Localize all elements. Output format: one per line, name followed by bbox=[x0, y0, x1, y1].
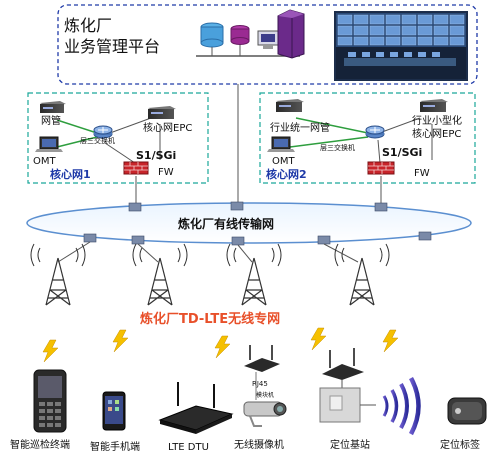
control-room-photo bbox=[334, 11, 468, 81]
device-label-positioning-tag: 定位标签 bbox=[440, 438, 480, 451]
network-mgmt-label: 网管 bbox=[41, 114, 61, 127]
wireless-signal-bolts bbox=[42, 327, 399, 363]
lightning-icon-4 bbox=[310, 327, 327, 351]
epc-label: 核心网EPC bbox=[143, 121, 192, 134]
rj45-label: RJ45 bbox=[252, 380, 268, 388]
core-network-1-box: 网管 层三交换机 核心网EPC OMT S1/SGi FW bbox=[27, 92, 209, 206]
lightning-icon-1 bbox=[42, 339, 59, 363]
core-network-2-box: 行业统一网管 层三交换机 行业小型化 核心网EPC OMT S1/SGi FW … bbox=[259, 92, 476, 206]
tower-icon-3 bbox=[226, 243, 282, 306]
device-label-inspection-terminal: 智能巡检终端 bbox=[10, 438, 70, 451]
omt-label-2: OMT bbox=[272, 156, 295, 167]
platform-title-line2: 业务管理平台 bbox=[64, 37, 160, 56]
l3-switch-router-icon bbox=[93, 125, 113, 139]
core-network-1-label: 核心网1 bbox=[50, 167, 91, 181]
database-servers-icon bbox=[196, 9, 305, 59]
firewall-icon-2 bbox=[367, 161, 395, 175]
platform-box: 炼化厂 业务管理平台 bbox=[57, 4, 478, 85]
omt-laptop-icon-2 bbox=[267, 136, 295, 152]
wireless-network-label: 炼化厂TD-LTE无线专网 bbox=[140, 311, 280, 327]
transmission-ring: 炼化厂有线传输网 bbox=[26, 201, 472, 263]
base-station-towers bbox=[30, 243, 390, 306]
device-label-wireless-camera: 无线摄像机 bbox=[234, 438, 284, 451]
platform-title-line1: 炼化厂 bbox=[64, 16, 112, 35]
signal-waves-icon bbox=[382, 376, 421, 436]
s1-sgi-label: S1/SGi bbox=[136, 149, 176, 162]
l3-switch-label: 层三交换机 bbox=[80, 136, 115, 145]
small-epc-label-line1: 行业小型化 bbox=[412, 114, 462, 127]
device-label-positioning-station: 定位基站 bbox=[330, 438, 370, 451]
fw-label: FW bbox=[158, 167, 174, 178]
cpe-label: 模块机 bbox=[256, 391, 274, 399]
omt-laptop-icon bbox=[35, 136, 63, 152]
l3-switch-label-2: 层三交换机 bbox=[320, 143, 355, 152]
device-label-lte-dtu: LTE DTU bbox=[168, 442, 209, 453]
small-epc-label-line2: 核心网EPC bbox=[412, 127, 461, 140]
tower-icon-1 bbox=[30, 243, 86, 306]
positioning-station-icon bbox=[319, 348, 376, 423]
inspection-terminal-icon bbox=[33, 369, 67, 433]
network-mgmt-server-icon bbox=[40, 101, 66, 113]
ring-label: 炼化厂有线传输网 bbox=[178, 216, 274, 231]
omt-label: OMT bbox=[33, 156, 56, 167]
ring-switch-nodes bbox=[83, 201, 432, 246]
unified-mgmt-label: 行业统一网管 bbox=[270, 121, 330, 134]
tower-icon-4 bbox=[334, 243, 390, 306]
small-epc-server-icon bbox=[420, 99, 448, 112]
wireless-camera-icon: RJ45 模块机 bbox=[243, 345, 287, 427]
l3-switch-router-icon-2 bbox=[365, 125, 385, 139]
core-network-2-label: 核心网2 bbox=[266, 167, 307, 181]
s1-sgi-label-2: S1/SGi bbox=[382, 146, 422, 159]
fw-label-2: FW bbox=[414, 168, 430, 179]
device-label-smartphone: 智能手机端 bbox=[90, 440, 140, 453]
epc-server-icon bbox=[148, 106, 176, 119]
tower-icon-2 bbox=[132, 243, 188, 306]
positioning-tag-icon bbox=[447, 397, 487, 425]
unified-mgmt-server-icon bbox=[276, 99, 304, 112]
lightning-icon-3 bbox=[214, 335, 231, 359]
firewall-icon bbox=[123, 161, 149, 175]
smartphone-icon bbox=[102, 391, 126, 431]
lightning-icon-2 bbox=[112, 329, 129, 353]
lightning-icon-5 bbox=[382, 329, 399, 353]
lte-dtu-router-icon bbox=[158, 382, 234, 434]
